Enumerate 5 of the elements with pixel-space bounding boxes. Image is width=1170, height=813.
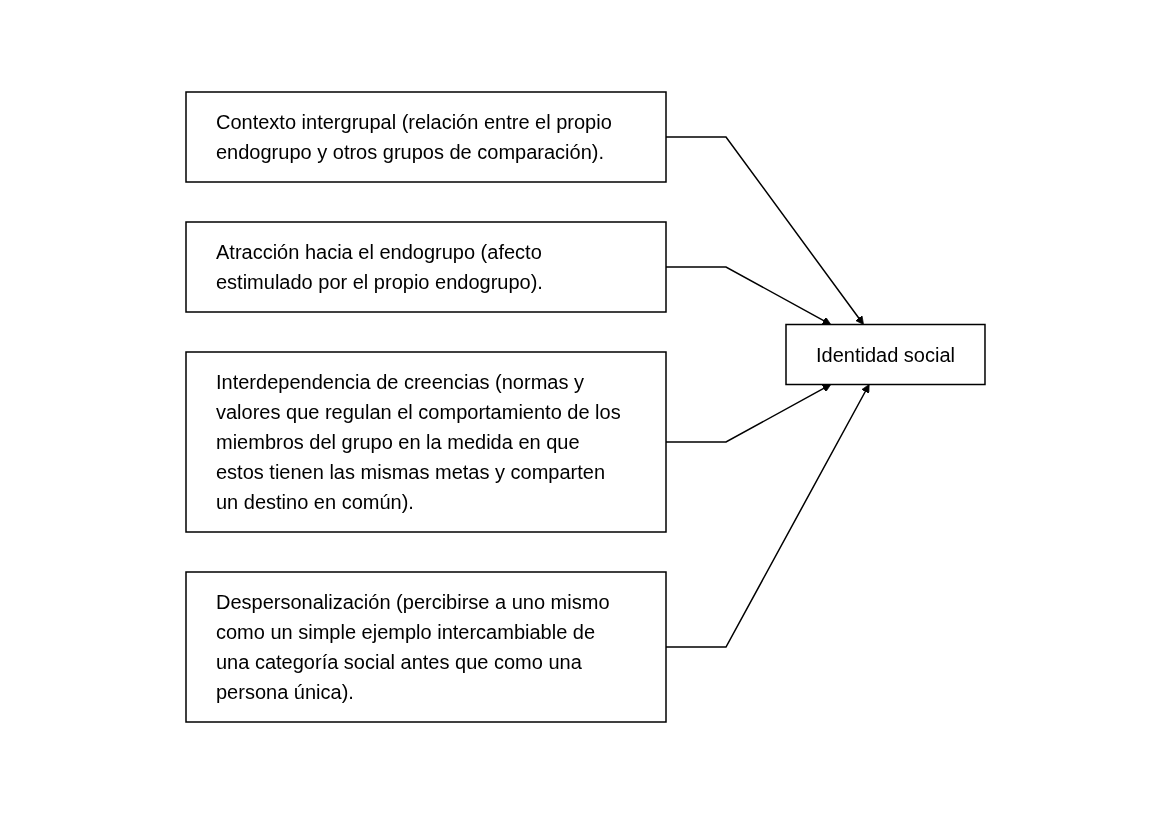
node-box: Despersonalización (percibirse a uno mismo como un simple ejemplo intercambiable de una categoría social antes que como una persona única). (184, 570, 667, 723)
node-box: Atracción hacia el endogrupo (afecto estimulado por el propio endogrupo). (184, 220, 667, 313)
node-box: Interdependencia de creencias (normas y valores que regulan el comportamiento de los miembros del grupo en la medida en que estos tienen las mismas metas y comparten un destino en común). (184, 350, 667, 533)
node-box: Contexto intergrupal (relación entre el propio endogrupo y otros grupos de comparación). (184, 90, 667, 183)
node-box: Identidad social (784, 323, 986, 385)
